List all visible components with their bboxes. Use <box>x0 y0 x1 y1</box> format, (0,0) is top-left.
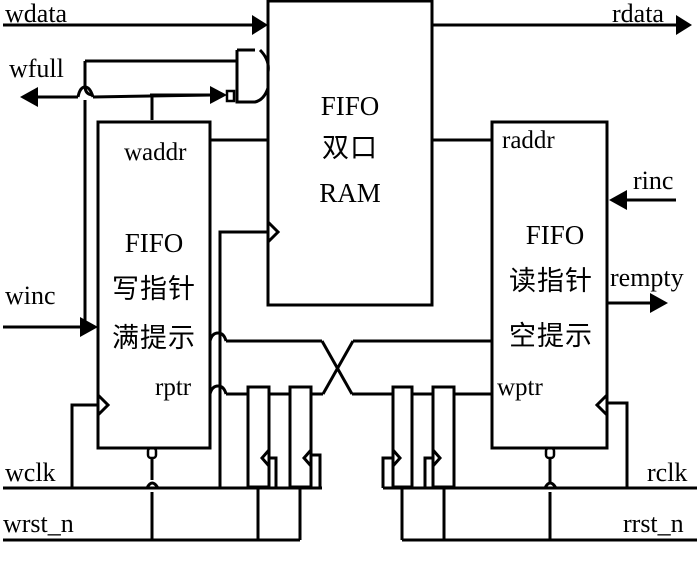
sync-flop-r1 <box>391 385 414 489</box>
rinc-label: rinc <box>633 166 674 195</box>
clk-icon <box>391 449 402 467</box>
gate-input-arrow-icon <box>210 86 227 104</box>
wclk-input-icon <box>96 393 111 417</box>
read-block-title: FIFO <box>525 220 585 250</box>
wdata-label: wdata <box>5 0 68 28</box>
winc-label: winc <box>5 281 56 310</box>
winc-arrow-icon <box>80 317 98 337</box>
clk-icon <box>260 449 271 467</box>
raddr-label: raddr <box>502 127 555 154</box>
rclk-label: rclk <box>647 458 688 487</box>
and-gate <box>235 48 270 104</box>
clk-icon <box>431 449 442 467</box>
write-block-line2: 写指针 <box>112 274 196 304</box>
ram-type: RAM <box>319 178 381 208</box>
hop <box>208 384 228 395</box>
rempty-label: rempty <box>610 263 684 292</box>
wclk-to-block <box>70 403 98 488</box>
sync-flop-w1 <box>246 385 271 489</box>
wdata-arrow-icon <box>252 15 268 35</box>
waddr-label: waddr <box>124 139 187 166</box>
ram-clk-wire <box>218 230 268 488</box>
rclk-to-block <box>607 401 629 488</box>
ram-subtitle: 双口 <box>322 133 378 163</box>
rrst-n-label: rrst_n <box>623 509 684 538</box>
flop-clk <box>311 453 322 488</box>
read-block-line2: 读指针 <box>509 266 593 296</box>
flop-clk <box>381 456 393 488</box>
rptr-label: rptr <box>155 374 192 401</box>
rdata-arrow-icon <box>676 15 692 35</box>
wfull-label: wfull <box>9 54 64 83</box>
ram-title: FIFO <box>320 91 380 121</box>
write-block-line3: 满提示 <box>112 323 196 353</box>
read-block-line3: 空提示 <box>509 321 593 351</box>
wrst-n-label: wrst_n <box>3 509 74 538</box>
ram-clk-icon <box>266 220 281 244</box>
inverter-bubble <box>225 89 236 103</box>
rdata-label: rdata <box>612 0 664 28</box>
flop-clk <box>423 456 433 488</box>
flop-clk <box>269 456 278 488</box>
rempty-arrow-icon <box>650 293 668 313</box>
sync-flop-w2 <box>288 385 313 489</box>
wptr-label: wptr <box>497 374 543 401</box>
clk-icon <box>302 449 313 467</box>
wclk-label: wclk <box>5 458 56 487</box>
wfull-hop <box>76 85 95 98</box>
cross-wire-2 <box>321 340 355 395</box>
write-block-title: FIFO <box>124 228 184 258</box>
rclk-input-icon <box>594 393 609 417</box>
dual-port-ram-block <box>266 0 434 307</box>
wfull-arrow-icon <box>20 87 38 107</box>
hop <box>208 331 228 342</box>
sync-flop-r2 <box>431 385 456 489</box>
rinc-arrow-icon <box>609 190 627 210</box>
